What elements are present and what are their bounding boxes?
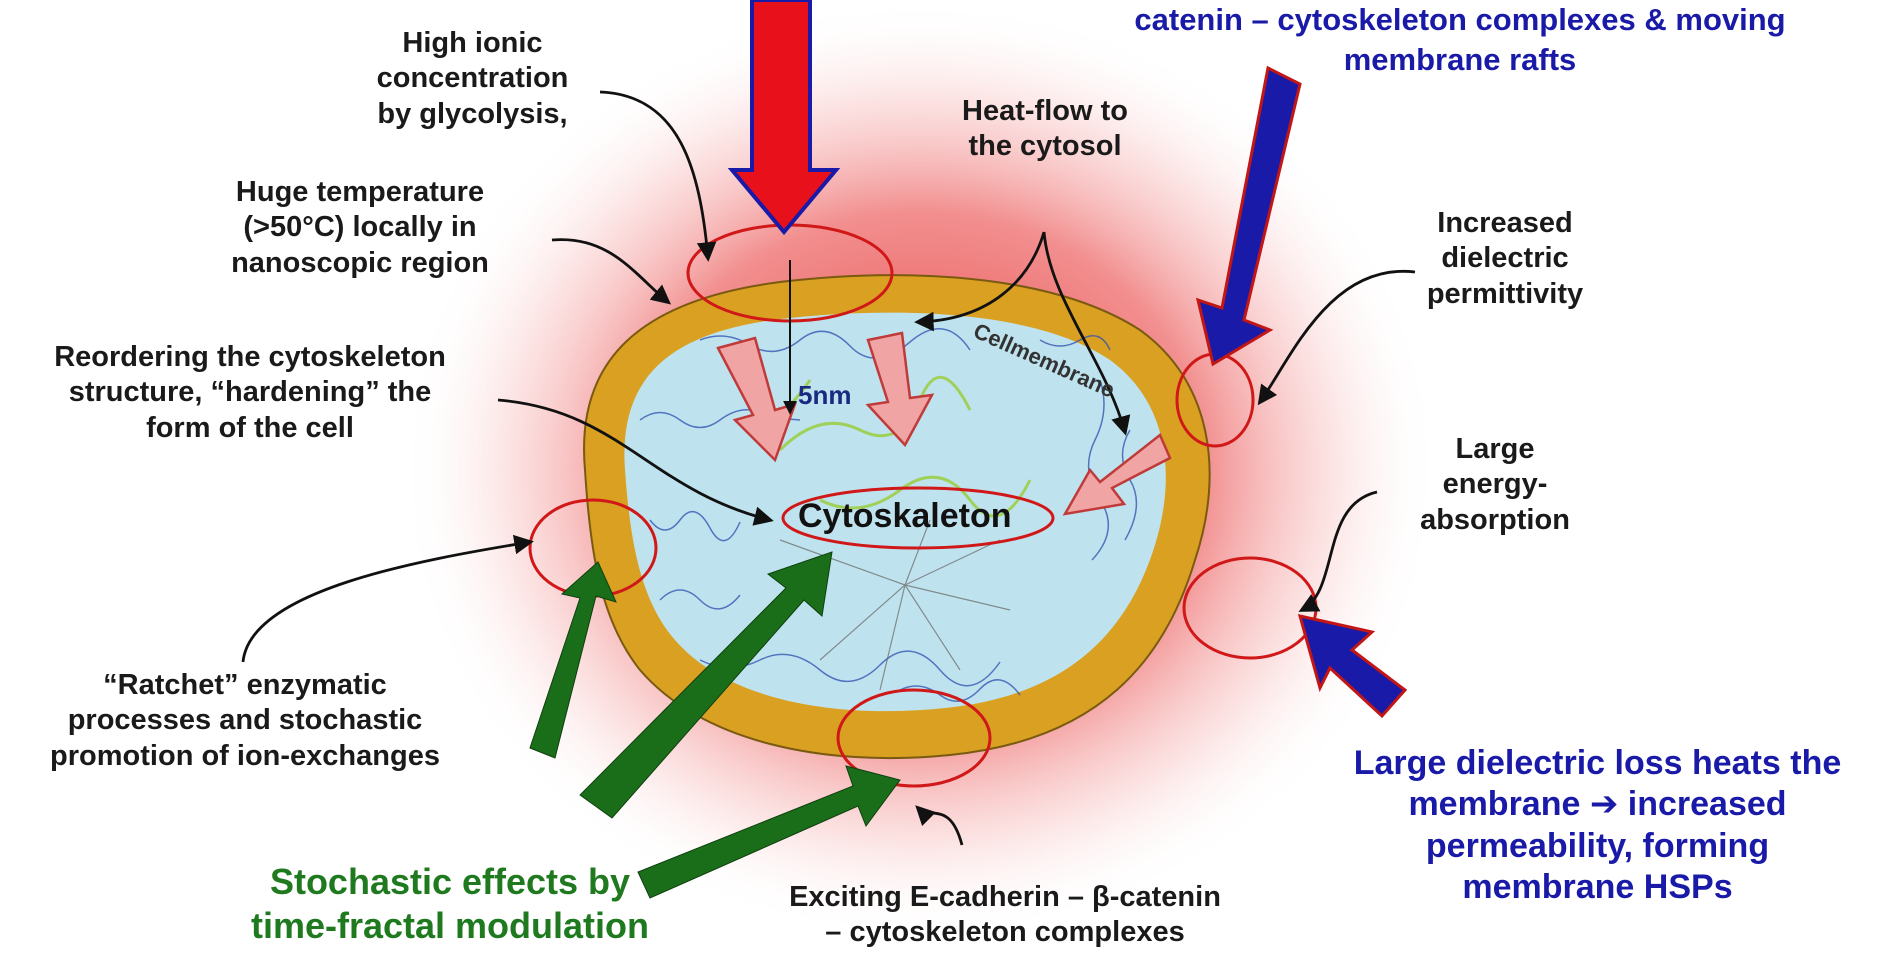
heat-flow-label: Heat-flow to the cytosol: [920, 94, 1170, 165]
huge-temp-line-3: nanoscopic region: [175, 246, 545, 281]
inc-diel-line-2: dielectric: [1405, 241, 1605, 276]
inc-diel-line-3: permittivity: [1405, 277, 1605, 312]
huge-temp-line-1: Huge temperature: [175, 175, 545, 210]
high-ionic-label: High ionic concentration by glycolysis,: [340, 26, 605, 132]
large-energy-line-3: absorption: [1390, 503, 1600, 538]
dielectric-loss-label: Large dielectric loss heats the membrane…: [1310, 743, 1885, 909]
stochastic-label: Stochastic effects by time-fractal modul…: [220, 860, 680, 948]
exciting-line-1: Exciting E-cadherin – β-catenin: [735, 880, 1275, 915]
ratchet-line-1: “Ratchet” enzymatic: [0, 668, 490, 703]
high-ionic-line-1: High ionic: [340, 26, 605, 61]
stochastic-line-2: time-fractal modulation: [220, 904, 680, 948]
reordering-line-3: form of the cell: [0, 411, 500, 446]
top-blue-line-2: membrane rafts: [1030, 40, 1885, 80]
top-blue-line-1: catenin – cytoskeleton complexes & movin…: [1030, 0, 1885, 40]
top-blue-label: catenin – cytoskeleton complexes & movin…: [1030, 0, 1885, 81]
huge-temp-line-2: (>50°C) locally in: [175, 210, 545, 245]
ratchet-line-2: processes and stochastic: [0, 703, 490, 738]
cytoskeleton-label: Cytoskaleton: [798, 497, 1012, 536]
increased-dielectric-label: Increased dielectric permittivity: [1405, 206, 1605, 312]
diel-loss-line-4: membrane HSPs: [1310, 867, 1885, 908]
large-energy-line-1: Large: [1390, 432, 1600, 467]
huge-temperature-label: Huge temperature (>50°C) locally in nano…: [175, 175, 545, 281]
high-ionic-line-3: by glycolysis,: [340, 97, 605, 132]
five-nm-label: 5nm: [798, 380, 851, 411]
ratchet-label: “Ratchet” enzymatic processes and stocha…: [0, 668, 490, 774]
heat-flow-line-2: the cytosol: [920, 129, 1170, 164]
diel-loss-line-1: Large dielectric loss heats the: [1310, 743, 1885, 784]
heat-flow-line-1: Heat-flow to: [920, 94, 1170, 129]
high-ionic-line-2: concentration: [340, 61, 605, 96]
exciting-line-2: – cytoskeleton complexes: [735, 915, 1275, 950]
reordering-line-1: Reordering the cytoskeleton: [0, 340, 500, 375]
large-energy-line-2: energy-: [1390, 467, 1600, 502]
reordering-label: Reordering the cytoskeleton structure, “…: [0, 340, 500, 446]
diel-loss-line-3: permeability, forming: [1310, 826, 1885, 867]
exciting-label: Exciting E-cadherin – β-catenin – cytosk…: [735, 880, 1275, 951]
ratchet-line-3: promotion of ion-exchanges: [0, 739, 490, 774]
diel-loss-line-2: membrane ➔ increased: [1310, 784, 1885, 825]
reordering-line-2: structure, “hardening” the: [0, 375, 500, 410]
large-energy-label: Large energy- absorption: [1390, 432, 1600, 538]
stochastic-line-1: Stochastic effects by: [220, 860, 680, 904]
inc-diel-line-1: Increased: [1405, 206, 1605, 241]
